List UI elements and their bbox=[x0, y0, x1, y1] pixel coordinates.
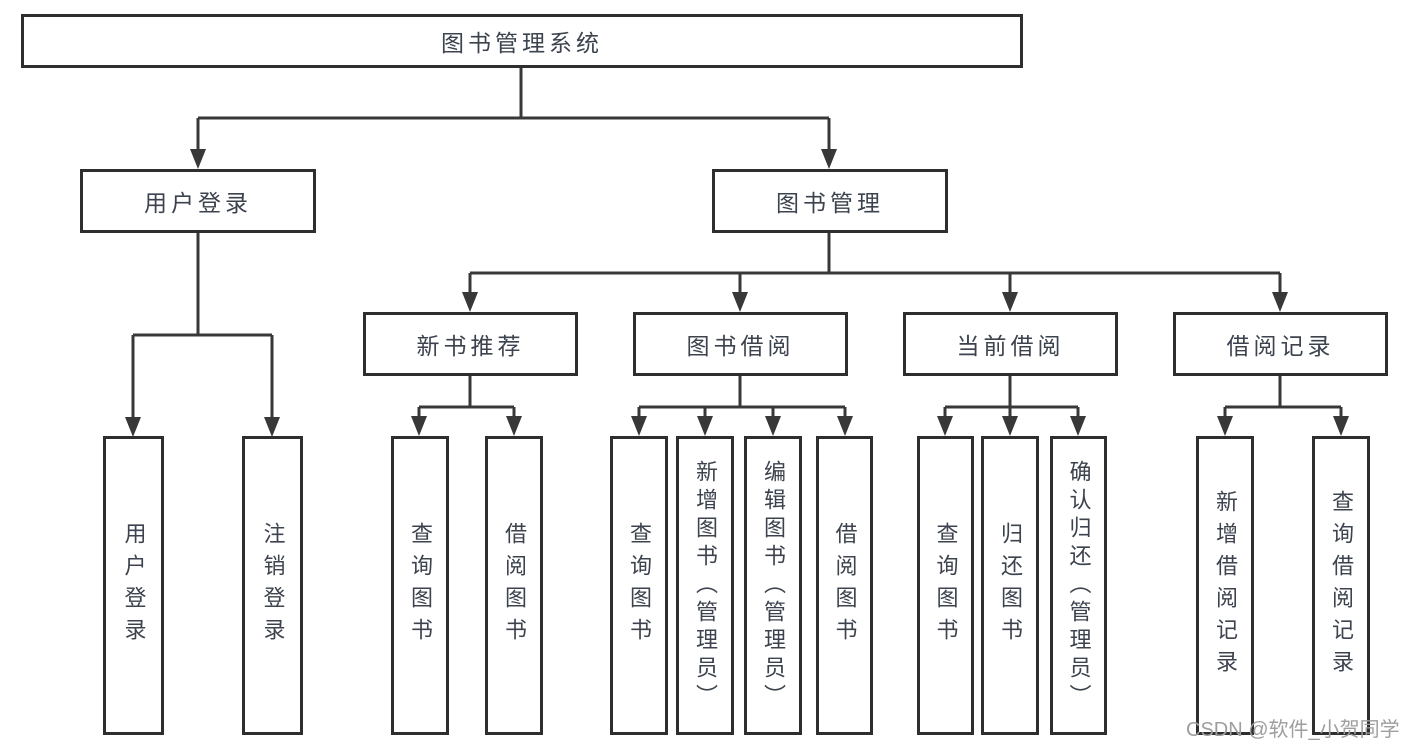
node-label: 确认归还（管理员） bbox=[1066, 459, 1092, 712]
node-label: 借阅记录 bbox=[1226, 333, 1335, 359]
node-current-borrowing: 当前借阅 bbox=[903, 312, 1118, 376]
leaf-records-add-record: 新增借阅记录 bbox=[1196, 436, 1254, 735]
node-label: 查询图书 bbox=[627, 521, 652, 650]
node-label: 图书管理 bbox=[776, 190, 884, 216]
node-label: 新增借阅记录 bbox=[1213, 489, 1238, 682]
leaf-logout: 注销登录 bbox=[242, 436, 303, 735]
leaf-borrowing-query-books: 查询图书 bbox=[610, 436, 668, 735]
leaf-records-query-record: 查询借阅记录 bbox=[1312, 436, 1370, 735]
node-new-book-recommend: 新书推荐 bbox=[363, 312, 578, 376]
csdn-watermark: CSDN @软件_小贺同学 bbox=[1186, 719, 1400, 741]
leaf-current-return-books: 归还图书 bbox=[981, 436, 1039, 735]
leaf-borrowing-borrow-books: 借阅图书 bbox=[816, 436, 873, 735]
connector-lines bbox=[131, 67, 1343, 420]
leaf-borrowing-add-books-admin: 新增图书（管理员） bbox=[676, 436, 734, 735]
node-user-login-branch: 用户登录 bbox=[80, 169, 316, 233]
node-label: 归还图书 bbox=[998, 521, 1023, 650]
leaf-user-login: 用户登录 bbox=[103, 436, 164, 735]
node-label: 查询图书 bbox=[933, 521, 959, 650]
node-label: 当前借阅 bbox=[956, 333, 1065, 359]
node-label: 查询借阅记录 bbox=[1329, 489, 1354, 682]
node-label: 借阅图书 bbox=[502, 521, 527, 650]
node-label: 新书推荐 bbox=[416, 333, 525, 359]
node-label: 用户登录 bbox=[144, 190, 252, 216]
node-label: 图书管理系统 bbox=[441, 30, 603, 56]
connector-arrowheads bbox=[125, 149, 1349, 437]
leaf-newbook-query-books: 查询图书 bbox=[391, 436, 449, 735]
node-root: 图书管理系统 bbox=[21, 14, 1023, 68]
leaf-current-confirm-return-admin: 确认归还（管理员） bbox=[1050, 436, 1107, 735]
node-label: 注销登录 bbox=[260, 521, 286, 650]
node-label: 图书借阅 bbox=[686, 333, 795, 359]
leaf-current-query-books: 查询图书 bbox=[917, 436, 974, 735]
leaf-borrowing-edit-books-admin: 编辑图书（管理员） bbox=[744, 436, 802, 735]
leaf-newbook-borrow-books: 借阅图书 bbox=[485, 436, 543, 735]
node-label: 借阅图书 bbox=[832, 521, 858, 650]
node-label: 新增图书（管理员） bbox=[693, 459, 718, 712]
node-book-borrowing: 图书借阅 bbox=[633, 312, 848, 376]
node-borrowing-records: 借阅记录 bbox=[1173, 312, 1388, 376]
node-label: 编辑图书（管理员） bbox=[761, 459, 786, 712]
node-label: 查询图书 bbox=[408, 521, 433, 650]
node-book-management: 图书管理 bbox=[712, 169, 948, 233]
node-label: 用户登录 bbox=[121, 521, 147, 650]
